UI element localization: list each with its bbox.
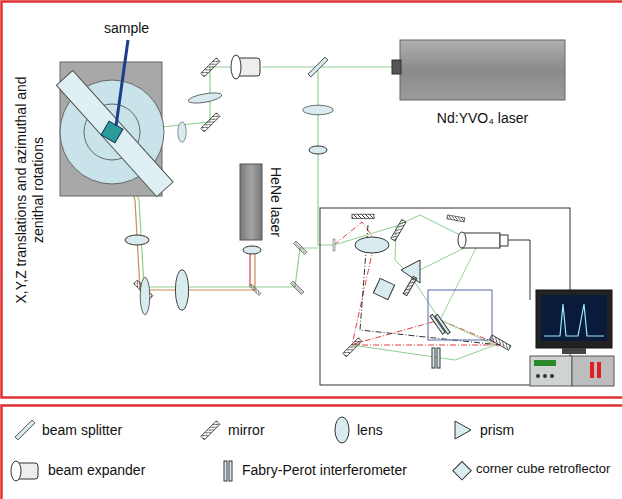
- legend-label: mirror: [228, 422, 265, 438]
- laser-label: HeNe laser: [268, 167, 284, 237]
- legend-label: corner cube retroflector: [476, 462, 610, 477]
- laser-body: [236, 160, 294, 250]
- laser-node: Nd:YVO₄ laser: [390, 38, 570, 130]
- part-label: sample: [104, 20, 149, 36]
- legend-label: lens: [357, 422, 383, 438]
- stage-label: X,Y,Z translations and azimuthal and zen…: [13, 65, 47, 315]
- legend-label: prism: [480, 422, 514, 438]
- legend-label: Fabry-Perot interferometer: [242, 462, 407, 478]
- laser-label: Nd:YVO₄ laser: [437, 110, 528, 126]
- legend-label: beam splitter: [42, 422, 122, 438]
- laser-node: HeNe laser: [236, 160, 294, 250]
- legend-label: beam expander: [48, 462, 145, 478]
